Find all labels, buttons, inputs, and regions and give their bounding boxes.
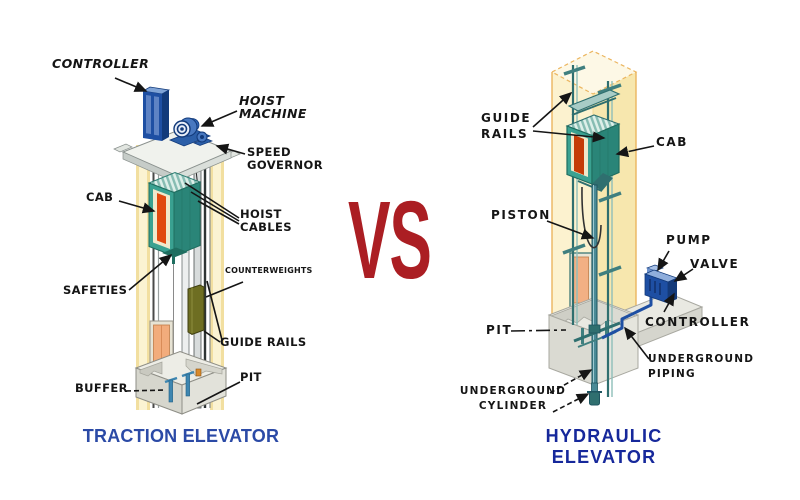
- leader-lines: [510, 91, 694, 413]
- label-pit-hyd: PIT: [486, 323, 513, 337]
- speed-governor: [193, 131, 213, 146]
- label-valve: VALVE: [690, 257, 740, 271]
- label-underground-piping: UNDERGROUND PIPING: [648, 353, 755, 380]
- hydraulic-elevator-illustration: [510, 50, 704, 413]
- underground-piping: [601, 293, 653, 340]
- traction-elevator-illustration: [113, 77, 246, 415]
- controller-cabinet: [141, 86, 171, 141]
- hydraulic-elevator-title: HYDRAULIC ELEVATOR: [545, 426, 663, 467]
- label-pump: PUMP: [666, 233, 712, 247]
- traction-elevator-title: TRACTION ELEVATOR: [82, 426, 280, 446]
- label-guide-rails-hyd: GUIDE RAILS: [481, 111, 532, 141]
- leader-lines: [114, 77, 246, 405]
- label-buffer: BUFFER: [75, 381, 128, 395]
- label-speed-governor: SPEED GOVERNOR: [247, 145, 323, 172]
- label-cab: CAB: [86, 190, 114, 204]
- buffers: [164, 368, 202, 403]
- landing-door: [569, 252, 593, 308]
- hoist-machine: [168, 117, 212, 147]
- label-pit: PIT: [240, 370, 262, 384]
- label-underground-cylinder: UNDERGROUND CYLINDER: [459, 385, 567, 412]
- pit-structure: [134, 350, 228, 415]
- label-hoist-machine: HOIST MACHINE: [239, 93, 307, 121]
- counterweight: [187, 284, 205, 336]
- label-hoist-cables: HOIST CABLES: [240, 207, 292, 234]
- vs-text: VS: [348, 179, 432, 302]
- elevator-cab: [147, 171, 202, 264]
- underground-cylinder: [587, 382, 602, 406]
- label-safeties: SAFETIES: [63, 283, 128, 297]
- label-piston: PISTON: [491, 208, 551, 222]
- label-controller-hyd: CONTROLLER: [645, 315, 751, 329]
- label-cab-hyd: CAB: [656, 135, 689, 149]
- label-counterweights: COUNTERWEIGHTS: [225, 266, 313, 275]
- label-guide-rails: GUIDE RAILS: [220, 335, 307, 349]
- label-controller: CONTROLLER: [52, 56, 150, 71]
